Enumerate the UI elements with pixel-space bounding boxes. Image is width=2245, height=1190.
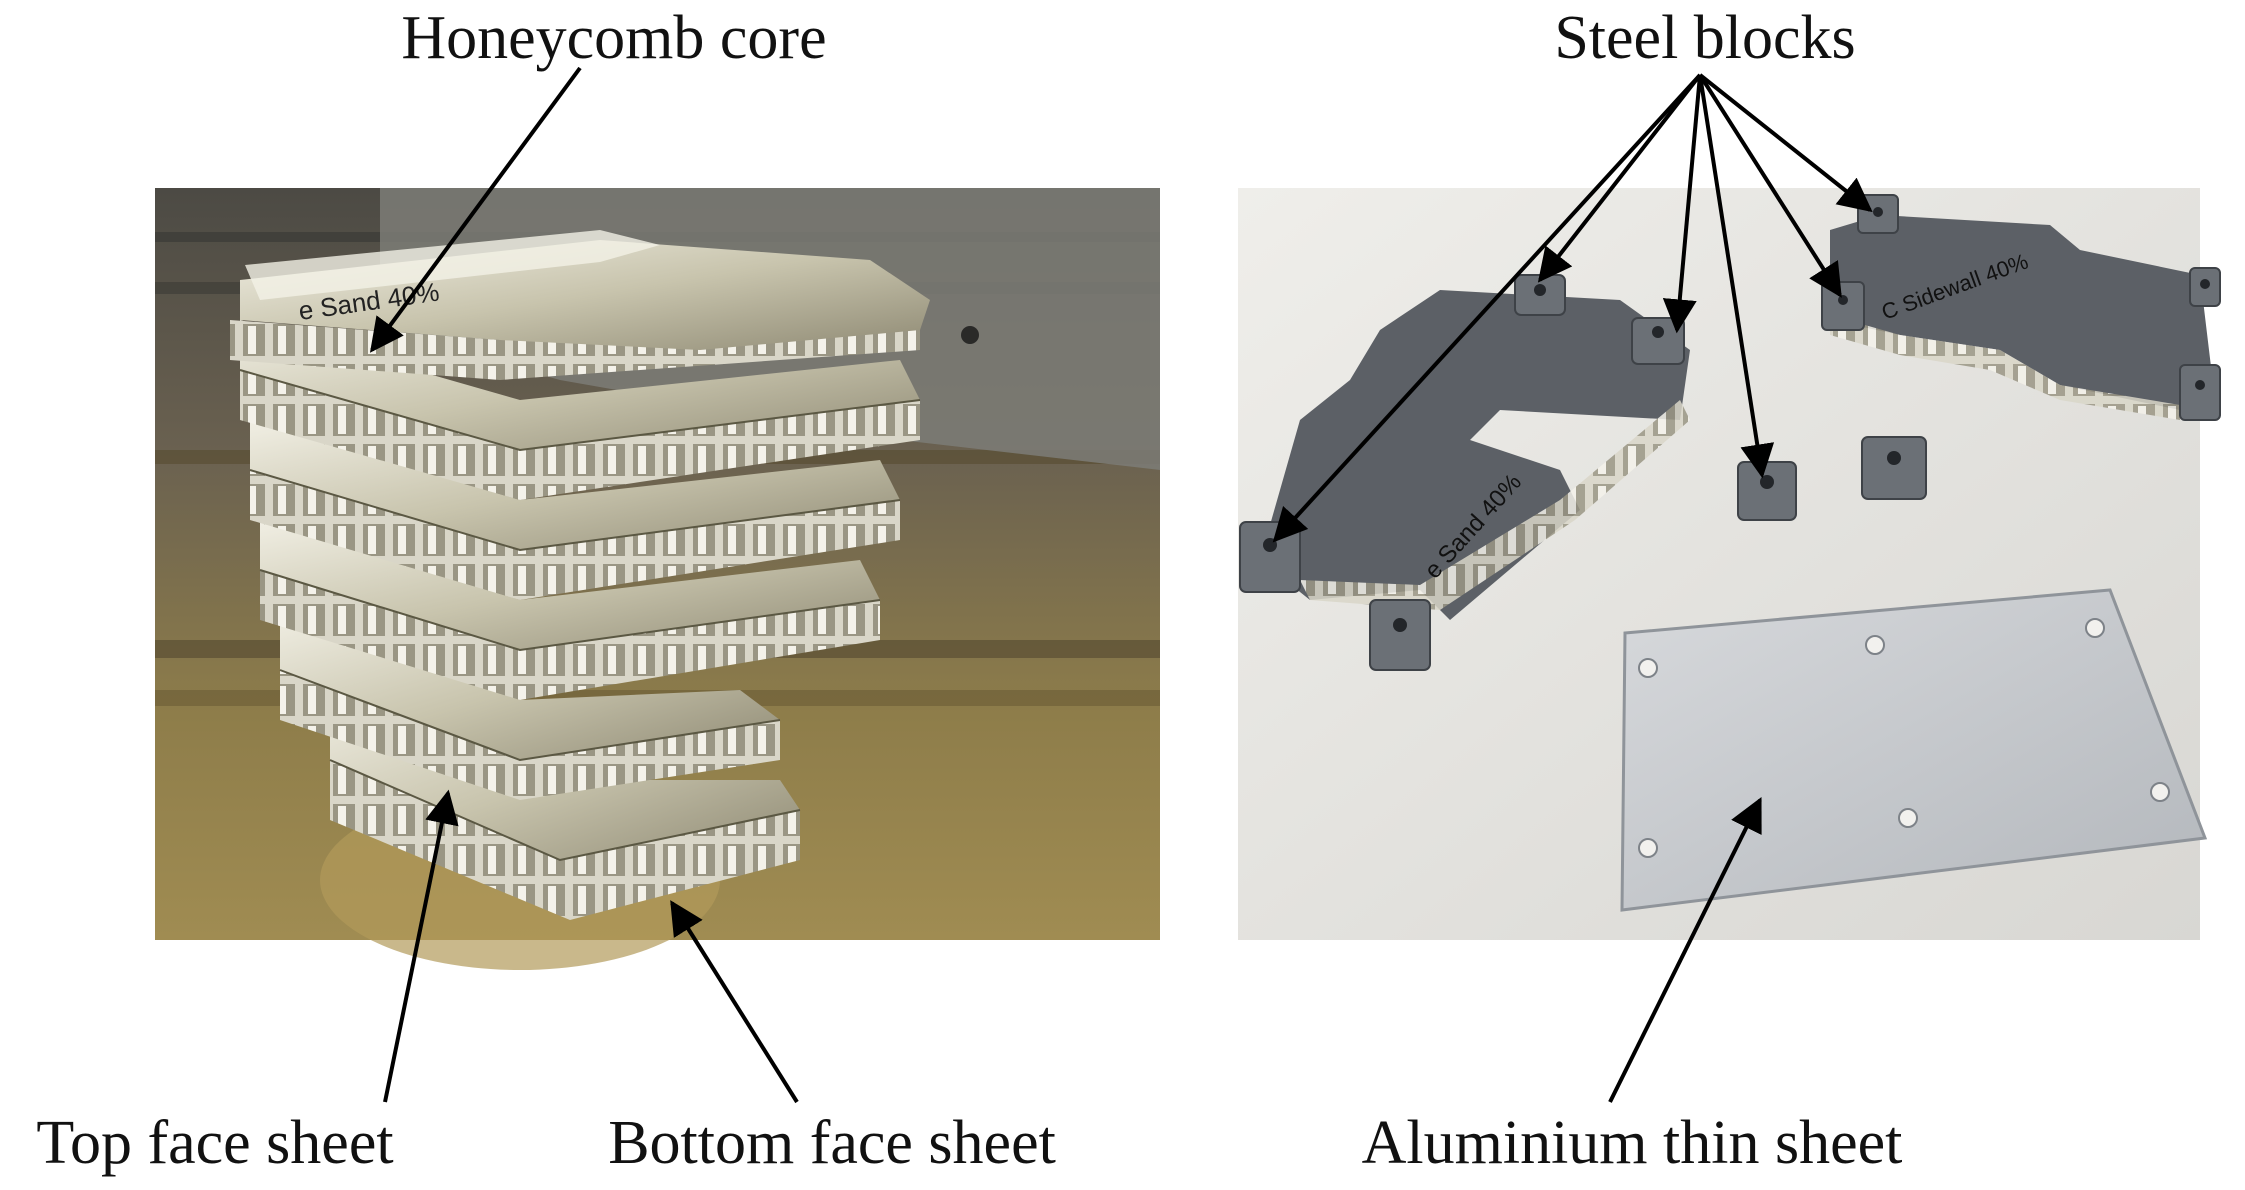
arrows-steel-blocks — [1272, 73, 1873, 543]
annotation-arrows — [369, 66, 1873, 1104]
right-photo: e Sand 40% C Sidewall 40% — [1238, 188, 2221, 940]
label-honeycomb-core: Honeycomb core — [401, 4, 826, 72]
label-bottom-face-sheet: Bottom face sheet — [608, 1109, 1056, 1177]
sandwich-panel-right: C Sidewall 40% — [1830, 215, 2215, 420]
arrow-honeycomb-core — [369, 66, 582, 353]
label-steel-blocks: Steel blocks — [1554, 4, 1855, 72]
label-top-face-sheet: Top face sheet — [36, 1109, 393, 1177]
sandwich-panel-left: e Sand 40% — [1260, 290, 1690, 620]
labels: Honeycomb core Steel blocks Top face she… — [36, 4, 1902, 1177]
sandwich-stack: e Sand 40% — [230, 230, 930, 920]
aluminium-sheet — [1620, 588, 2208, 912]
arrow-top-face-sheet — [383, 789, 459, 1103]
left-photo: e Sand 40% — [155, 188, 1160, 970]
arrow-aluminium-sheet — [1608, 796, 1762, 1103]
arrow-bottom-face-sheet — [670, 900, 799, 1104]
label-aluminium-thin-sheet: Aluminium thin sheet — [1362, 1109, 1903, 1177]
